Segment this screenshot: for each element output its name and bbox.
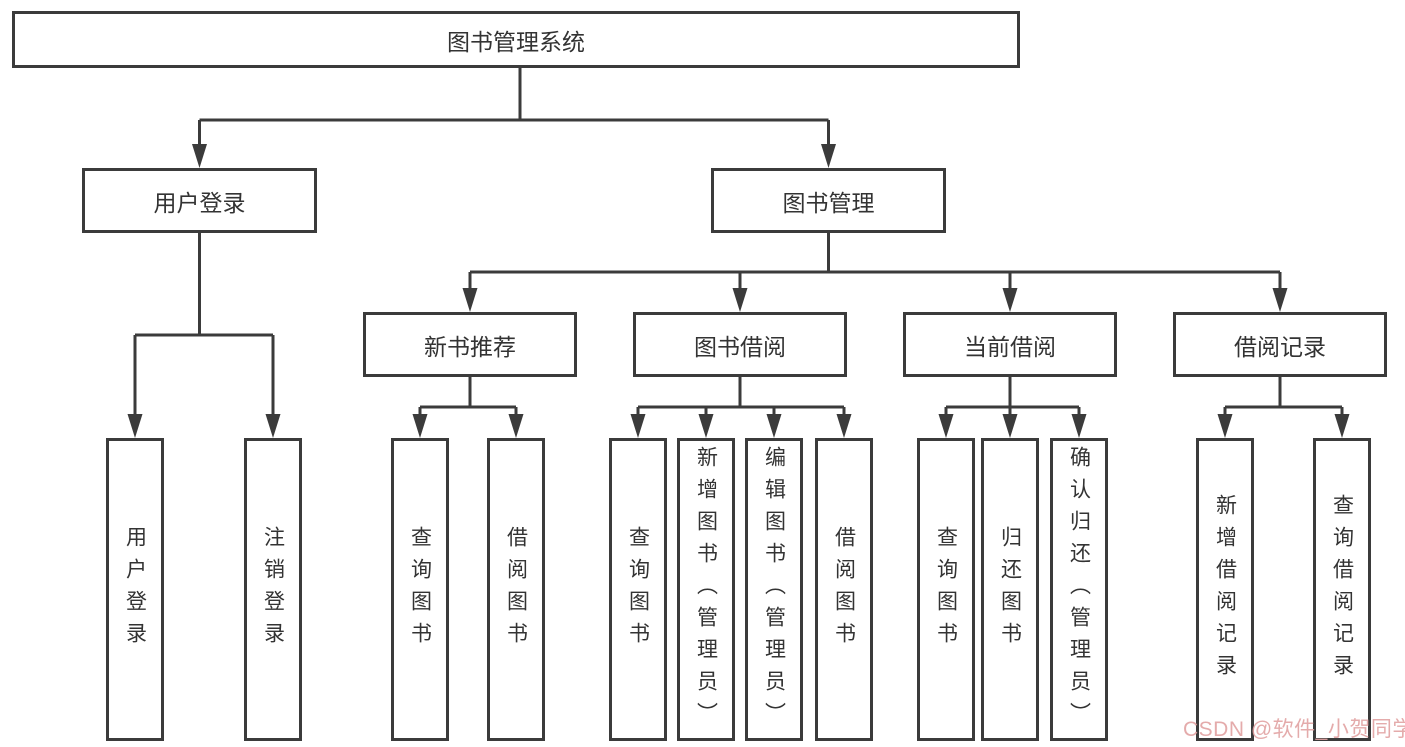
node-root-label: 图书管理系统 xyxy=(447,28,585,55)
leaf-current-query-books-label: 查询图书 xyxy=(934,525,958,654)
leaf-borrowing-edit-books-admin: 编辑图书（管理员） xyxy=(745,438,803,741)
leaf-logout-label: 注销登录 xyxy=(261,525,285,654)
leaf-records-add-record: 新增借阅记录 xyxy=(1196,438,1254,741)
arrowheads-book-management-branch xyxy=(462,288,1288,312)
leaf-logout: 注销登录 xyxy=(244,438,302,741)
leaf-borrowing-borrow-books: 借阅图书 xyxy=(815,438,873,741)
node-borrow-records: 借阅记录 xyxy=(1173,312,1387,377)
leaf-current-return-books: 归还图书 xyxy=(981,438,1039,741)
node-book-management: 图书管理 xyxy=(711,168,946,233)
leaf-records-query-record-label: 查询借阅记录 xyxy=(1330,493,1354,686)
leaf-borrowing-edit-books-admin-label: 编辑图书（管理员） xyxy=(762,445,786,734)
leaf-current-query-books: 查询图书 xyxy=(917,438,975,741)
leaf-user-login: 用户登录 xyxy=(106,438,164,741)
csdn-watermark: CSDN @软件_小贺同学 xyxy=(1183,718,1405,741)
node-user-login: 用户登录 xyxy=(82,168,317,233)
arrowheads-book-borrowing-branch xyxy=(630,414,852,438)
connector-new-book-recommend-branch xyxy=(418,377,518,424)
connector-root-branch xyxy=(198,68,830,150)
leaf-current-confirm-return-admin: 确认归还（管理员） xyxy=(1050,438,1108,741)
node-root: 图书管理系统 xyxy=(12,11,1020,68)
arrowheads-borrow-records-branch xyxy=(1217,414,1350,438)
connector-book-management-branch xyxy=(468,233,1282,296)
arrowheads-root-branch xyxy=(192,144,836,168)
node-user-login-label: 用户登录 xyxy=(153,189,246,216)
leaf-borrowing-add-books-admin: 新增图书（管理员） xyxy=(677,438,735,741)
leaf-recommend-query-books-label: 查询图书 xyxy=(408,525,432,654)
leaf-current-confirm-return-admin-label: 确认归还（管理员） xyxy=(1067,445,1091,734)
node-current-borrowing: 当前借阅 xyxy=(903,312,1117,377)
leaf-borrowing-query-books-label: 查询图书 xyxy=(626,525,650,654)
node-book-borrowing: 图书借阅 xyxy=(633,312,847,377)
leaf-recommend-borrow-books-label: 借阅图书 xyxy=(504,525,528,654)
leaf-borrowing-add-books-admin-label: 新增图书（管理员） xyxy=(694,445,718,734)
arrowheads-user-login-branch xyxy=(127,414,281,438)
node-book-borrowing-label: 图书借阅 xyxy=(694,333,786,360)
leaf-records-query-record: 查询借阅记录 xyxy=(1313,438,1371,741)
connector-book-borrowing-branch xyxy=(636,377,846,424)
leaf-recommend-borrow-books: 借阅图书 xyxy=(487,438,545,741)
leaf-records-add-record-label: 新增借阅记录 xyxy=(1213,493,1237,686)
leaf-current-return-books-label: 归还图书 xyxy=(998,525,1022,654)
node-borrow-records-label: 借阅记录 xyxy=(1234,333,1326,360)
connector-borrow-records-branch xyxy=(1223,377,1344,424)
node-book-management-label: 图书管理 xyxy=(782,189,875,216)
leaf-recommend-query-books: 查询图书 xyxy=(391,438,449,741)
connector-user-login-branch xyxy=(133,233,275,424)
leaf-user-login-label: 用户登录 xyxy=(123,525,147,654)
node-current-borrowing-label: 当前借阅 xyxy=(964,333,1056,360)
arrowheads-current-borrowing-branch xyxy=(938,414,1087,438)
arrowheads-new-book-recommend-branch xyxy=(412,414,524,438)
leaf-borrowing-query-books: 查询图书 xyxy=(609,438,667,741)
node-new-book-recommend: 新书推荐 xyxy=(363,312,577,377)
node-new-book-recommend-label: 新书推荐 xyxy=(424,333,516,360)
leaf-borrowing-borrow-books-label: 借阅图书 xyxy=(832,525,856,654)
